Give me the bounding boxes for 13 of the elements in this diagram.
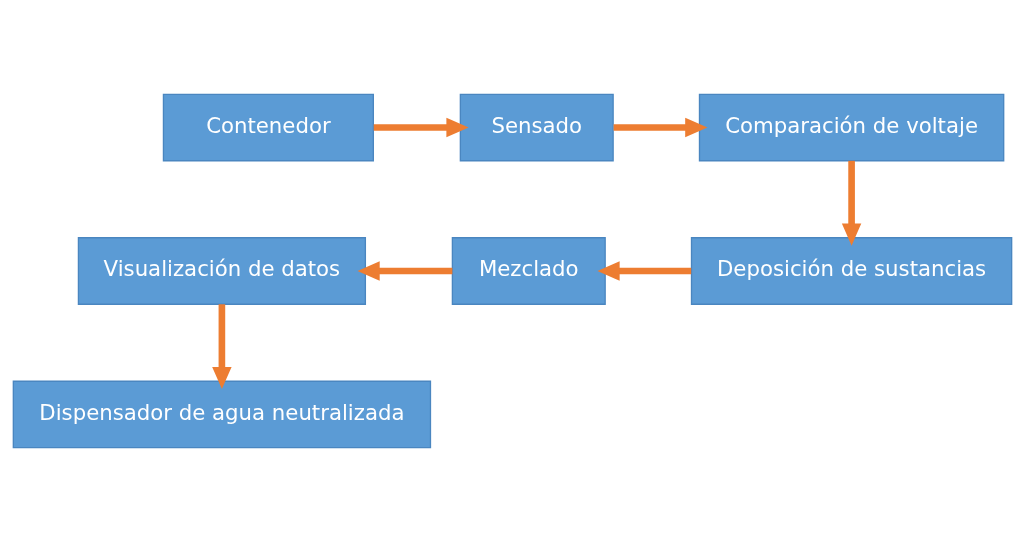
arrow [373,117,469,138]
arrow [613,117,708,138]
node-box: Deposición de sustancias [690,237,1013,305]
node-box: Contenedor [162,93,374,162]
node-box: Mezclado [451,237,606,305]
node-box: Sensado [459,93,614,162]
node-box: Dispensador de agua neutralizada [12,380,432,449]
arrow [597,261,692,281]
arrow [841,160,862,246]
node-box: Visualización de datos [77,237,367,305]
arrow [212,304,232,390]
node-box: Comparación de voltaje [698,93,1005,162]
arrow [357,261,453,281]
